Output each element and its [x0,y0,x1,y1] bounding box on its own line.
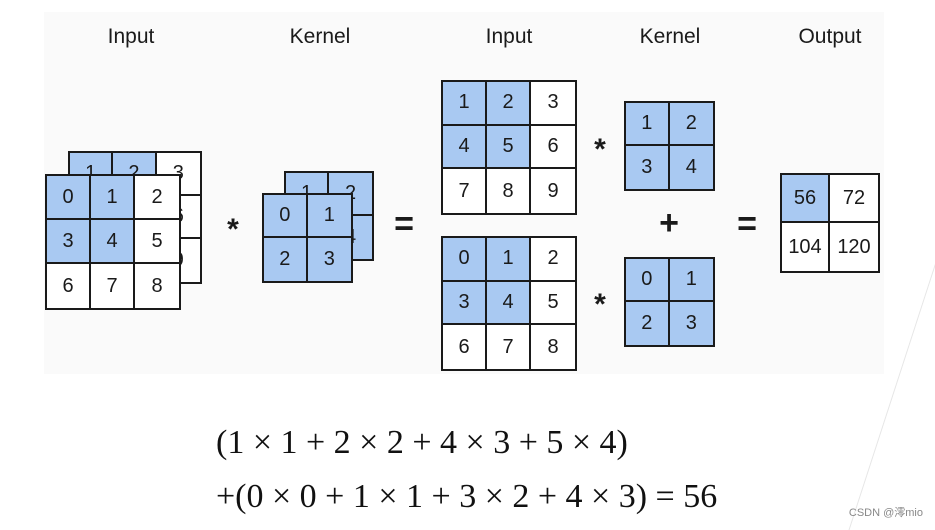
grid-cell: 0 [264,195,308,238]
grid-cell: 8 [135,264,179,308]
grid-cell: 1 [91,176,135,220]
grid-cell: 3 [443,281,487,326]
grid-cell: 1 [669,259,713,302]
grid-cell: 7 [91,264,135,308]
grid-cell: 6 [531,125,575,170]
grid-cell: 1 [443,82,487,126]
convolution-operator-bottom: * [594,288,606,321]
formula-line-2: +(0 × 0 + 1 × 1 + 3 × 2 + 4 × 3) = 56 [216,478,718,515]
watermark: CSDN @澪mio [848,507,923,519]
label-kernel-left: Kernel [289,25,351,48]
grid-cell: 4 [443,125,487,170]
grid-cell: 0 [626,259,670,302]
grid-cell: 0 [443,238,487,282]
formula-line-1: (1 × 1 + 2 × 2 + 4 × 3 + 5 × 4) [216,424,628,461]
grid-cell: 0 [47,176,91,220]
grid-cell: 2 [264,238,308,281]
grid-cell: 5 [135,220,179,264]
grid-cell: 72 [830,175,878,223]
grid-cell: 7 [443,169,487,213]
grid-cell: 4 [669,146,713,189]
label-input-left: Input [107,25,155,48]
label-kernel-mid: Kernel [639,25,701,48]
grid-cell: 2 [487,82,531,126]
grid-cell: 6 [47,264,91,308]
grid-cell: 1 [626,103,670,146]
grid-cell: 8 [487,169,531,213]
grid-cell: 2 [626,302,670,345]
grid-cell: 9 [531,169,575,213]
convolution-operator-top: * [594,133,606,166]
grid-cell: 120 [830,223,878,271]
equals-operator: = [394,205,414,243]
label-input-mid: Input [485,25,533,48]
grid-cell: 8 [531,325,575,369]
grid-cell: 4 [91,220,135,264]
convolution-operator: * [227,213,239,246]
plus-operator: + [659,204,679,242]
grid-cell: 2 [531,238,575,282]
grid-cell: 7 [487,325,531,369]
grid-cell: 5 [531,281,575,326]
grid-cell: 6 [443,325,487,369]
grid-cell: 3 [626,146,670,189]
grid-cell: 1 [487,238,531,282]
grid-cell: 2 [135,176,179,220]
grid-cell: 3 [47,220,91,264]
grid-cell: 56 [782,175,830,223]
grid-cell: 2 [669,103,713,146]
grid-cell: 104 [782,223,830,271]
label-output: Output [798,25,862,48]
equals-operator-right: = [737,205,757,243]
grid-cell: 1 [307,195,351,238]
grid-cell: 4 [487,281,531,326]
grid-cell: 3 [531,82,575,126]
grid-cell: 3 [669,302,713,345]
grid-cell: 3 [307,238,351,281]
grid-cell: 5 [487,125,531,170]
